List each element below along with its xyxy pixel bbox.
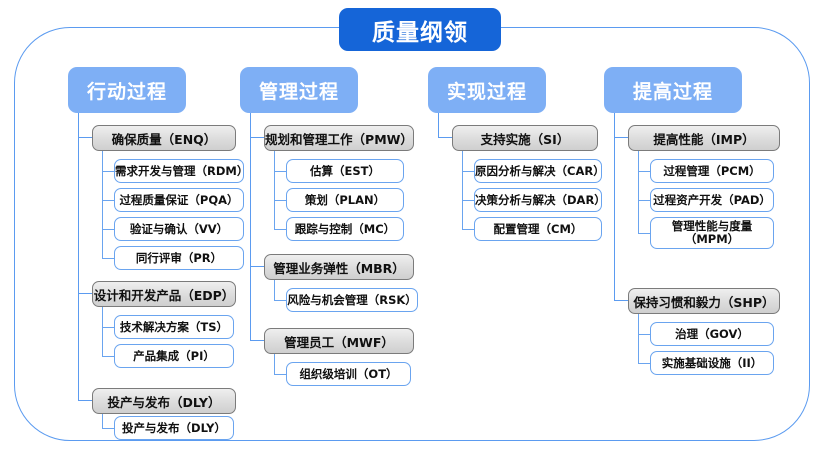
practice-rsk[interactable]: 风险与机会管理（RSK） xyxy=(286,288,418,312)
connector-imp-i1 xyxy=(638,171,650,173)
connector-col3-g1 xyxy=(438,137,452,139)
connector-edp-spine xyxy=(102,307,104,356)
connector-enq-i3 xyxy=(102,229,114,231)
column-header-1[interactable]: 行动过程 xyxy=(68,67,186,113)
practice-ii[interactable]: 实施基础设施（II） xyxy=(650,351,774,375)
process-area-pmw[interactable]: 规划和管理工作（PMW） xyxy=(264,125,414,151)
process-area-shp[interactable]: 保持习惯和毅力（SHP） xyxy=(628,288,780,314)
connector-mwf-i1 xyxy=(274,374,286,376)
practice-pqa[interactable]: 过程质量保证（PQA） xyxy=(114,188,244,212)
practice-ts[interactable]: 技术解决方案（TS） xyxy=(114,315,234,339)
connector-col4-stem xyxy=(614,113,616,137)
connector-col2-g1 xyxy=(250,137,264,139)
process-area-mbr[interactable]: 管理业务弹性（MBR） xyxy=(264,254,414,280)
connector-pmw-i1 xyxy=(274,171,286,173)
practice-pcm[interactable]: 过程管理（PCM） xyxy=(650,159,774,183)
connector-edp-i2 xyxy=(102,356,114,358)
connector-enq-i1 xyxy=(102,171,114,173)
connector-col1-g1 xyxy=(78,137,92,139)
column-header-2[interactable]: 管理过程 xyxy=(240,67,358,113)
practice-pr[interactable]: 同行评审（PR） xyxy=(114,246,244,270)
connector-edp-i1 xyxy=(102,327,114,329)
connector-col4-g2 xyxy=(614,300,628,302)
practice-plan[interactable]: 策划（PLAN） xyxy=(286,188,404,212)
process-area-mwf[interactable]: 管理员工（MWF） xyxy=(264,328,414,354)
column-header-4[interactable]: 提高过程 xyxy=(604,67,742,113)
connector-imp-i3 xyxy=(638,233,650,235)
practice-dar[interactable]: 决策分析与解决（DAR） xyxy=(474,188,606,212)
practice-mpm[interactable]: 管理性能与度量（MPM） xyxy=(650,217,774,249)
connector-col1-g2 xyxy=(78,293,92,295)
connector-col4-spine xyxy=(614,137,616,300)
connector-mwf-spine xyxy=(274,354,276,374)
connector-shp-spine xyxy=(638,314,640,363)
connector-si-i1 xyxy=(462,171,474,173)
practice-cm[interactable]: 配置管理（CM） xyxy=(474,217,602,241)
practice-gov[interactable]: 治理（GOV） xyxy=(650,322,774,346)
connector-imp-spine xyxy=(638,151,640,233)
connector-enq-i4 xyxy=(102,258,114,260)
connector-mbr-spine xyxy=(274,280,276,300)
connector-pmw-i3 xyxy=(274,229,286,231)
connector-col4-g1 xyxy=(614,137,628,139)
connector-dly-spine xyxy=(102,414,104,428)
practice-vv[interactable]: 验证与确认（VV） xyxy=(114,217,244,241)
root-title-node: 质量纲领 xyxy=(339,8,501,51)
connector-imp-i2 xyxy=(638,200,650,202)
practice-dly[interactable]: 投产与发布（DLY） xyxy=(114,416,234,440)
process-area-enq[interactable]: 确保质量（ENQ） xyxy=(92,125,236,151)
connector-pmw-i2 xyxy=(274,200,286,202)
connector-mbr-i1 xyxy=(274,300,286,302)
connector-enq-spine xyxy=(102,151,104,258)
connector-col1-spine xyxy=(78,137,80,400)
process-area-si[interactable]: 支持实施（SI） xyxy=(452,125,598,151)
connector-col3-stem xyxy=(438,113,440,137)
connector-col1-g3 xyxy=(78,400,92,402)
connector-enq-i2 xyxy=(102,200,114,202)
practice-ot[interactable]: 组织级培训（OT） xyxy=(286,362,411,386)
process-area-edp[interactable]: 设计和开发产品（EDP） xyxy=(92,281,236,307)
connector-shp-i1 xyxy=(638,334,650,336)
practice-rdm[interactable]: 需求开发与管理（RDM） xyxy=(114,159,248,183)
process-area-dly[interactable]: 投产与发布（DLY） xyxy=(92,388,236,414)
connector-pmw-spine xyxy=(274,151,276,229)
connector-col2-stem xyxy=(250,113,252,137)
practice-car[interactable]: 原因分析与解决（CAR） xyxy=(474,159,605,183)
connector-col2-spine xyxy=(250,137,252,340)
column-header-3[interactable]: 实现过程 xyxy=(428,67,546,113)
connector-col1-stem xyxy=(78,113,80,137)
practice-mc[interactable]: 跟踪与控制（MC） xyxy=(286,217,404,241)
connector-si-spine xyxy=(462,151,464,229)
connector-col2-g3 xyxy=(250,340,264,342)
practice-pad[interactable]: 过程资产开发（PAD） xyxy=(650,188,774,212)
connector-col2-g2 xyxy=(250,266,264,268)
connector-dly-i1 xyxy=(102,428,114,430)
practice-pi[interactable]: 产品集成（PI） xyxy=(114,344,234,368)
connector-si-i2 xyxy=(462,200,474,202)
connector-si-i3 xyxy=(462,229,474,231)
connector-shp-i2 xyxy=(638,363,650,365)
practice-est[interactable]: 估算（EST） xyxy=(286,159,404,183)
process-area-imp[interactable]: 提高性能（IMP） xyxy=(628,125,780,151)
